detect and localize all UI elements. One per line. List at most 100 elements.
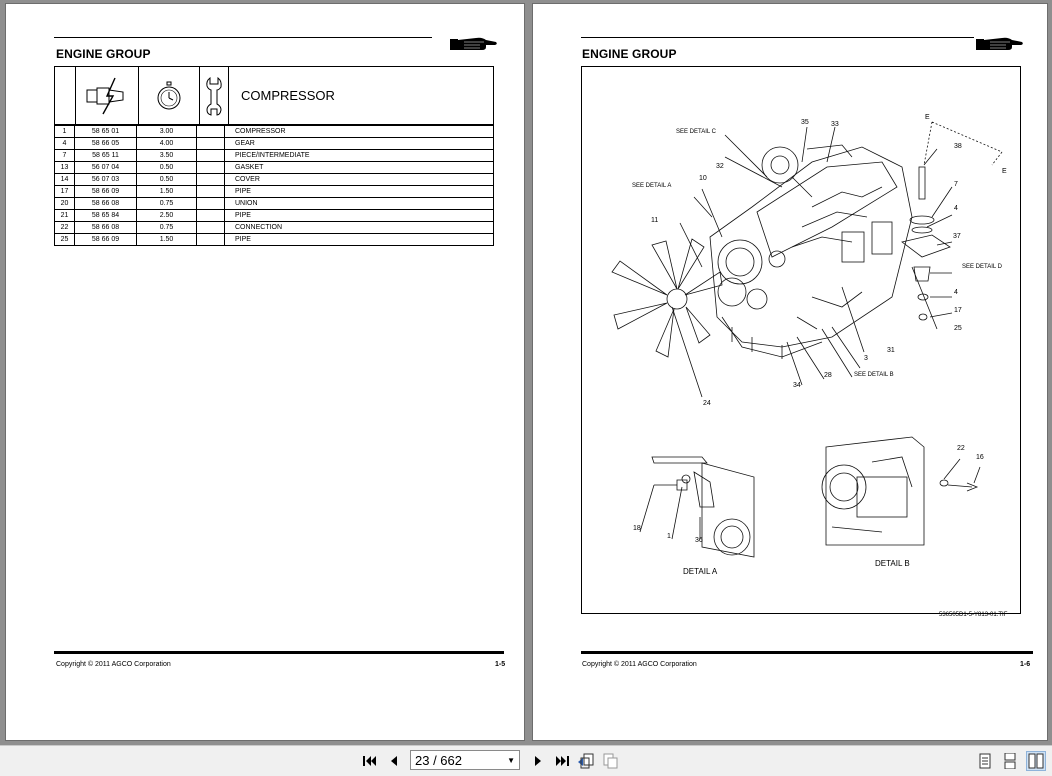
footer-copyright: Copyright © 2011 AGCO Corporation [56, 661, 171, 668]
callout-16: 16 [976, 454, 984, 461]
detail-b-illustration [821, 436, 981, 546]
wrench-icon [206, 76, 222, 116]
part-number-cell: 56 07 04 [75, 162, 137, 173]
item-cell: 14 [55, 174, 75, 185]
callout-18: 18 [633, 525, 641, 532]
time-cell: 0.50 [137, 174, 197, 185]
callout-38: 38 [954, 143, 962, 150]
continuous-view-button[interactable] [1000, 751, 1020, 771]
previous-page-button[interactable] [384, 751, 404, 771]
part-number-cell: 56 07 03 [75, 174, 137, 185]
item-cell: 1 [55, 126, 75, 137]
tool-cell [197, 162, 225, 173]
mount-parts-illustration [901, 121, 1003, 321]
next-page-button[interactable] [528, 751, 548, 771]
engine-block-illustration [709, 144, 913, 359]
chevron-down-icon: ▼ [507, 756, 515, 765]
next-page-icon [535, 756, 541, 766]
callout-31: 31 [887, 347, 895, 354]
callout-34: 34 [793, 382, 801, 389]
callout-33: 33 [831, 121, 839, 128]
footer-page-number: 1-6 [1020, 661, 1031, 668]
item-cell: 7 [55, 150, 75, 161]
detail-a-illustration [639, 456, 755, 558]
engine-exploded-illustration [611, 121, 1003, 558]
go-forward-icon [603, 753, 618, 769]
tool-cell [197, 186, 225, 197]
footer-rule [581, 651, 1033, 654]
tool-cell [197, 126, 225, 137]
footer-rule [54, 651, 504, 654]
callout-10: 10 [699, 175, 707, 182]
page-left: ENGINE GROUP [6, 4, 524, 740]
header-rule [54, 37, 432, 38]
single-page-view-button[interactable] [975, 751, 995, 771]
item-cell: 25 [55, 234, 75, 245]
header-title-cell: COMPRESSOR [241, 88, 335, 103]
description-cell: PIPE [235, 236, 251, 243]
time-cell: 2.50 [137, 210, 197, 221]
callout-4-upper: 4 [954, 205, 958, 212]
header-blank-cell [55, 67, 76, 124]
header-time-cell [139, 67, 200, 124]
header-tool-cell [200, 67, 229, 124]
item-cell: 13 [55, 162, 75, 173]
time-cell: 0.75 [137, 198, 197, 209]
callout-see-detail-c: SEE DETAIL C [676, 129, 717, 135]
callout-e-bottom: E [1002, 168, 1007, 175]
callout-28: 28 [824, 372, 832, 379]
figure-frame: 35 33 SEE DETAIL C 32 SEE DETAIL A 10 11… [581, 66, 1021, 614]
header-part-icon-cell [76, 67, 139, 124]
go-back-button[interactable] [576, 751, 596, 771]
time-cell: 4.00 [137, 138, 197, 149]
page-number-select[interactable]: 23 / 662 ▼ [410, 750, 520, 770]
part-number-cell: 58 65 01 [75, 126, 137, 137]
continuous-page-icon [1004, 753, 1016, 769]
viewer-toolbar: 23 / 662 ▼ [0, 745, 1052, 776]
time-cell: 3.00 [137, 126, 197, 137]
time-cell: 0.75 [137, 222, 197, 233]
part-number-cell: 58 66 08 [75, 198, 137, 209]
callout-22: 22 [957, 445, 965, 452]
last-page-icon [556, 756, 569, 766]
description-cell: COMPRESSOR [235, 128, 286, 135]
detail-a-caption: DETAIL A [683, 567, 718, 576]
two-page-view-button[interactable] [1026, 751, 1046, 771]
time-cell: 1.50 [137, 186, 197, 197]
description-cell: PIPE [235, 212, 251, 219]
first-page-button[interactable] [360, 751, 380, 771]
callout-11: 11 [651, 217, 659, 224]
footer-page-number: 1-5 [495, 661, 506, 668]
pointing-hand-logo [450, 37, 497, 50]
table-header: COMPRESSOR [55, 67, 493, 126]
last-page-button[interactable] [552, 751, 572, 771]
callout-24: 24 [703, 400, 711, 407]
single-page-icon [979, 753, 991, 769]
clock-icon [157, 81, 181, 109]
section-title: ENGINE GROUP [56, 47, 151, 61]
splined-shaft-icon [86, 77, 124, 114]
go-forward-button[interactable] [602, 751, 622, 771]
callout-3: 3 [864, 355, 868, 362]
tool-cell [197, 198, 225, 209]
callout-36: 36 [695, 537, 703, 544]
description-cell: GASKET [235, 164, 264, 171]
part-number-cell: 58 65 84 [75, 210, 137, 221]
two-page-icon [1028, 753, 1044, 769]
document-viewport[interactable]: ENGINE GROUP [0, 0, 1052, 745]
callout-e-top: E [925, 114, 930, 121]
callout-25: 25 [954, 325, 962, 332]
description-cell: PIPE [235, 188, 251, 195]
part-number-cell: 58 66 08 [75, 222, 137, 233]
callout-17: 17 [954, 307, 962, 314]
callout-1: 1 [667, 533, 671, 540]
callout-4-lower: 4 [954, 289, 958, 296]
